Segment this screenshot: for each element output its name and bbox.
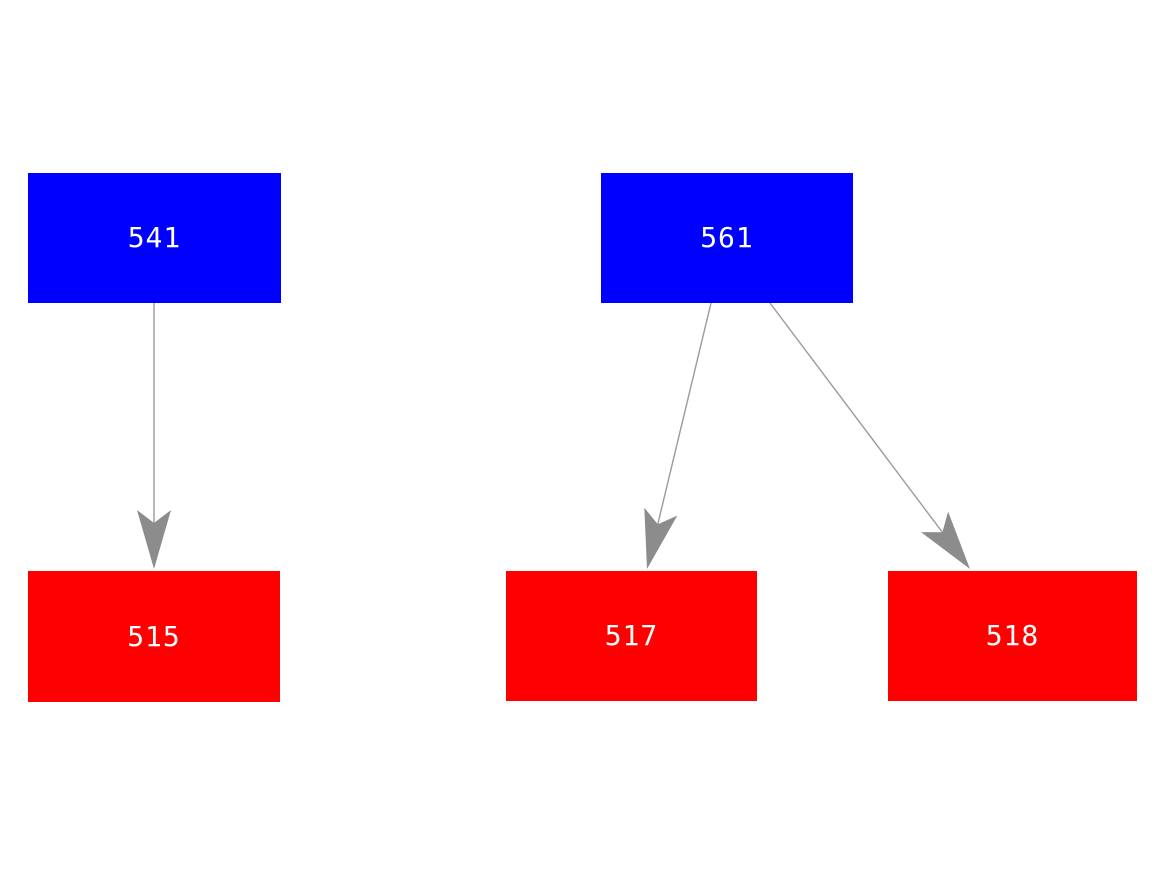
node-label: 541 [127,221,182,254]
arrowhead-541-to-515 [137,510,171,569]
node-label: 517 [604,619,659,652]
arrowhead-561-to-517 [644,507,678,569]
graph-node-517: 517 [506,571,757,701]
edge-561-to-518 [769,302,943,533]
edge-561-to-517 [657,302,712,525]
node-label: 561 [700,221,754,254]
arrowhead-561-to-518 [921,511,970,569]
node-label: 518 [985,619,1040,652]
graph-node-541: 541 [28,173,281,303]
graph-node-518: 518 [888,571,1137,701]
graph-node-515: 515 [28,571,280,702]
graph-node-561: 561 [601,173,853,303]
node-label: 515 [127,619,181,653]
